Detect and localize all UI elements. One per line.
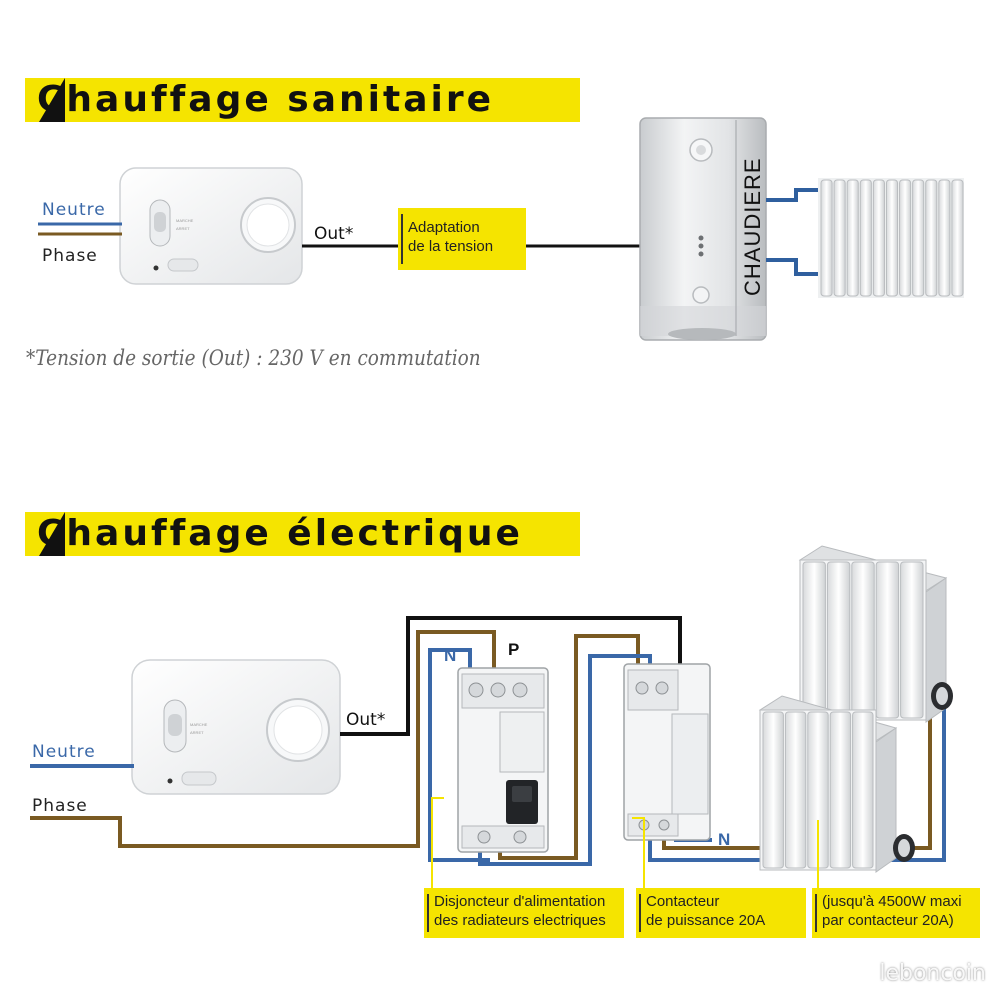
radiator-fin <box>851 561 875 719</box>
banner-tri-icon <box>39 512 65 556</box>
breaker-n-label: N <box>444 646 457 665</box>
watermark-logo: leboncoin <box>879 961 986 986</box>
contactor-caption: Contacteur de puissance 20A <box>636 888 806 938</box>
radiator-fin <box>784 711 807 869</box>
boiler-label: CHAUDIERE <box>740 157 765 296</box>
breaker-caption: Disjoncteur d'alimentation des radiateur… <box>424 888 624 938</box>
contactor-n-label: N <box>718 830 731 849</box>
banner-electrique: Chauffage électrique <box>25 512 580 556</box>
contactor-caption-line1: Contacteur <box>646 893 720 910</box>
section-title-electrique: Chauffage électrique <box>37 513 523 554</box>
radiator-fin <box>820 179 833 297</box>
adaptation-line2: de la tension <box>408 238 494 255</box>
radiator-bottom-back <box>798 545 953 723</box>
svg-text:MARCHE: MARCHE <box>190 722 208 727</box>
radiator-fin <box>885 179 899 297</box>
radiator-fin <box>899 179 912 297</box>
radiator-fin <box>912 179 925 297</box>
breaker-caption-line1: Disjoncteur d'alimentation <box>434 893 606 910</box>
radiator-fin <box>875 561 900 719</box>
boiler <box>639 117 767 341</box>
radiator-fin <box>762 711 784 869</box>
adaptation-line1: Adaptation <box>408 219 480 236</box>
boiler-pipes <box>766 188 822 276</box>
radiator-fin <box>938 179 951 297</box>
label-phase-top: Phase <box>42 246 98 266</box>
svg-text:MARCHE: MARCHE <box>176 218 194 223</box>
label-phase-bottom: Phase <box>32 796 88 816</box>
radiator-fin <box>852 711 874 869</box>
radiator-caption: (jusqu'à 4500W maxi par contacteur 20A) <box>812 888 980 938</box>
radiator-caption-line1: (jusqu'à 4500W maxi <box>822 893 962 910</box>
radiator-fin <box>833 179 846 297</box>
radiator-fin <box>900 561 924 719</box>
thermostat-top: MARCHE ARRET <box>119 167 303 285</box>
contactor <box>623 663 711 841</box>
breaker-p-label: P <box>508 640 520 659</box>
radiator-fin <box>872 179 885 297</box>
footnote: *Tension de sortie (Out) : 230 V en comm… <box>26 346 481 370</box>
radiator-fin <box>826 561 851 719</box>
label-neutre-bottom: Neutre <box>32 742 96 762</box>
contactor-caption-line2: de puissance 20A <box>646 912 766 929</box>
radiator-fin <box>846 179 859 297</box>
label-out-bottom: Out* <box>346 710 386 730</box>
radiator-fin <box>829 711 852 869</box>
adaptation-box: Adaptation de la tension <box>398 208 526 270</box>
radiator-fin <box>802 561 826 719</box>
banner-sanitaire: Chauffage sanitaire <box>25 78 580 122</box>
section-title-sanitaire: Chauffage sanitaire <box>37 79 495 120</box>
radiator-top <box>818 178 964 298</box>
banner-tri-icon <box>39 78 65 122</box>
radiator-fin <box>925 179 938 297</box>
circuit-breaker <box>457 667 549 853</box>
thermostat-bottom: MARCHE ARRET <box>131 659 341 795</box>
radiator-caption-line2: par contacteur 20A) <box>822 912 954 929</box>
radiator-fin <box>951 179 964 297</box>
label-out-top: Out* <box>314 224 354 244</box>
radiator-bottom-front <box>758 695 915 873</box>
breaker-caption-line2: des radiateurs electriques <box>434 912 606 929</box>
label-leaders <box>431 797 819 888</box>
label-neutre-top: Neutre <box>42 200 106 220</box>
svg-text:ARRET: ARRET <box>190 730 204 735</box>
svg-text:ARRET: ARRET <box>176 226 190 231</box>
radiator-fin <box>859 179 872 297</box>
